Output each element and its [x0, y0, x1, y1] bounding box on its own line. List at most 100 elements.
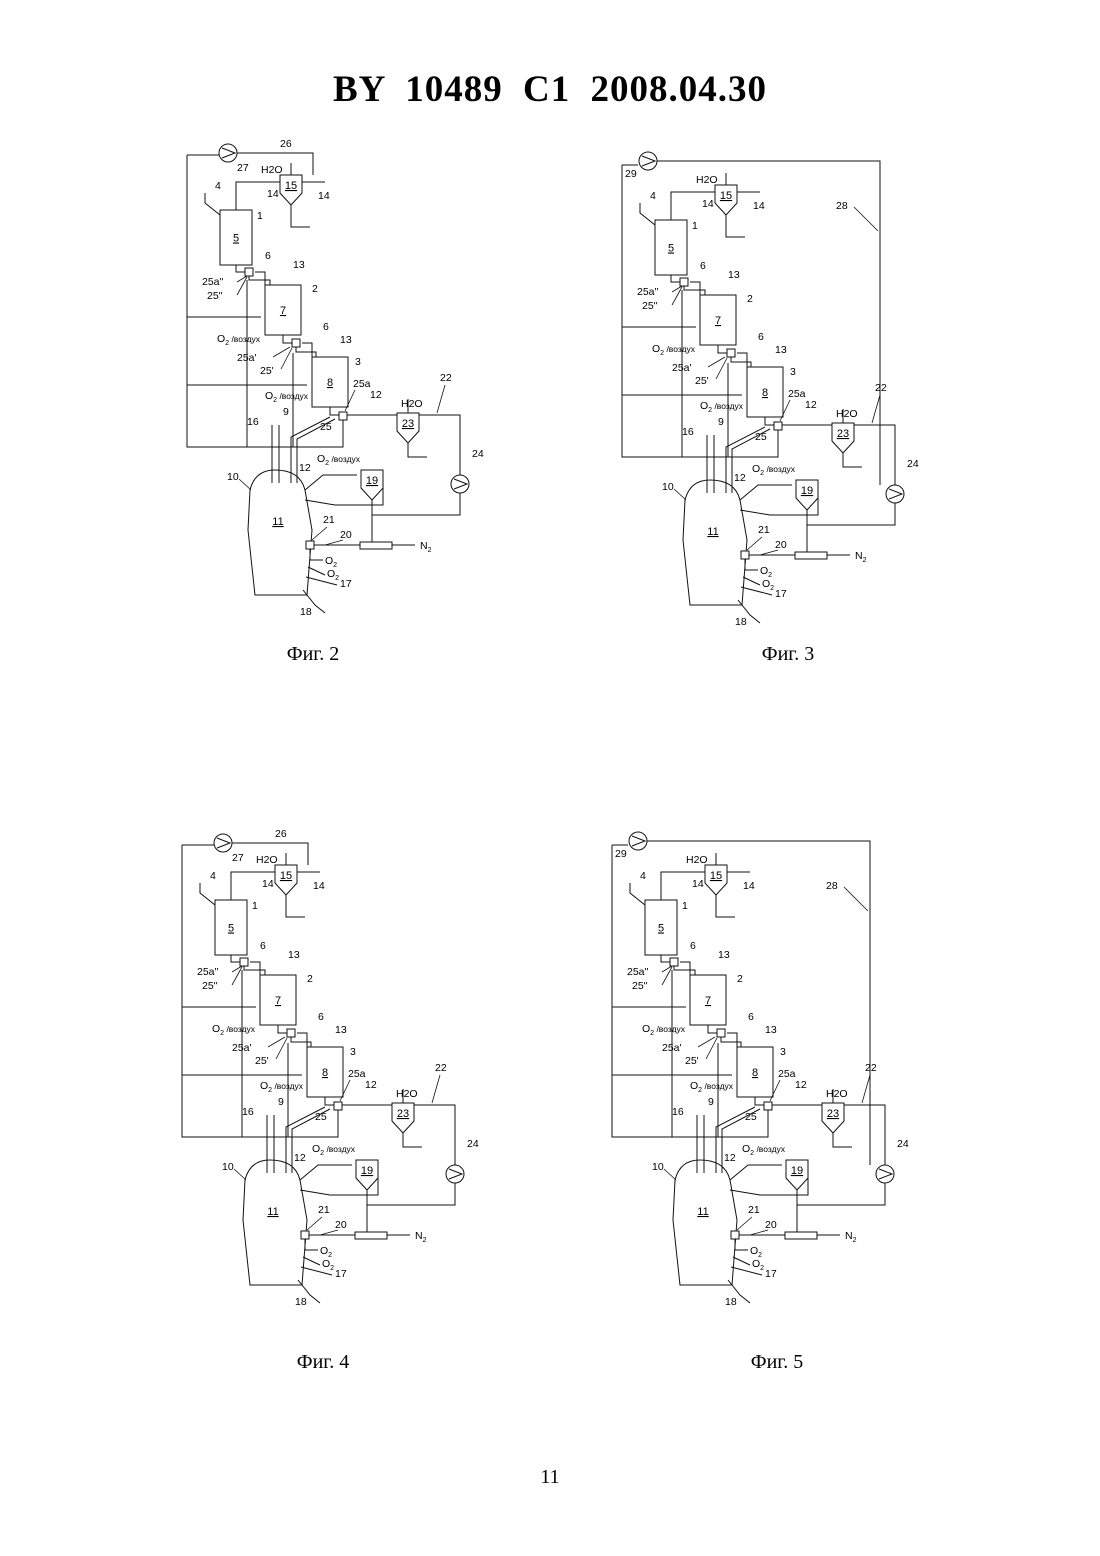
ref-9: 9: [718, 416, 724, 428]
cyclone-15-number: 15: [280, 870, 292, 882]
oxygen-air-label-2: O2 /воздух: [265, 390, 309, 404]
line-22: [844, 1105, 885, 1165]
injector-25p: [287, 1029, 295, 1037]
ref-21: 21: [323, 514, 335, 526]
ref-13b: 13: [765, 1024, 777, 1036]
reactor-8-number: 8: [752, 1067, 758, 1079]
cyclone-15-number: 15: [710, 870, 722, 882]
oxygen-line-b: [303, 1257, 320, 1265]
leader-line: [872, 395, 880, 423]
line-13b: [302, 343, 312, 357]
ref-13b: 13: [775, 344, 787, 356]
ref-14b: 14: [318, 190, 330, 202]
oxygen-line-b: [308, 567, 325, 575]
ref-6b: 6: [758, 331, 764, 343]
ref-26: 26: [275, 828, 287, 840]
reactor-7-number: 7: [715, 315, 721, 327]
oxygen-air-label-3: O2 /воздух: [752, 463, 796, 477]
process-schematic: 57815H2O14144161325a''25''2613O2 /воздух…: [610, 145, 930, 645]
ref-2: 2: [307, 973, 313, 985]
cyclone-23-discharge: [408, 443, 427, 457]
water-inlet-label-2: H2O: [826, 1088, 848, 1100]
ref-25: 25: [755, 431, 767, 443]
ref-25p: 25': [255, 1055, 269, 1067]
reactor-7-number: 7: [280, 305, 286, 317]
ref-2: 2: [312, 283, 318, 295]
ref-24: 24: [472, 448, 484, 460]
oxygen-label-b: O2: [322, 1258, 334, 1272]
reactor-5-number: 5: [658, 923, 664, 935]
ref-10: 10: [662, 481, 674, 493]
nitrogen-label: N2: [420, 540, 432, 554]
ref-4: 4: [640, 870, 646, 882]
oxygen-air-label-1: O2 /воздух: [212, 1023, 256, 1037]
ref-14b: 14: [313, 880, 325, 892]
leader-line: [268, 1037, 285, 1047]
ref-25a: 25a: [778, 1068, 796, 1080]
reactor-8-number: 8: [322, 1067, 328, 1079]
ref-10: 10: [222, 1161, 234, 1173]
process-schematic: 57815H2O14144161325a''25''2613O2 /воздух…: [170, 825, 490, 1325]
line-13: [255, 272, 265, 285]
injector-25: [334, 1102, 342, 1110]
ref-3: 3: [780, 1046, 786, 1058]
ref-12b: 12: [734, 472, 746, 484]
ref-13b: 13: [340, 334, 352, 346]
gas-line-12: [305, 475, 357, 490]
leader-line: [307, 1217, 322, 1230]
ref-25app: 25a'': [197, 966, 219, 978]
figure-2-caption: Фиг. 2: [233, 643, 393, 666]
recycle-line-24: [807, 503, 895, 525]
oxygen-air-label-1: O2 /воздух: [642, 1023, 686, 1037]
leader-line: [708, 357, 725, 367]
ref-20: 20: [335, 1219, 347, 1231]
document-header: BY 10489 C1 2008.04.30: [0, 68, 1100, 111]
ref-17: 17: [775, 588, 787, 600]
figure-4-caption: Фиг. 4: [243, 1351, 403, 1374]
leader-line: [760, 550, 778, 555]
recycle-line-24: [372, 493, 460, 515]
cyclone-15-number: 15: [720, 190, 732, 202]
ref-13: 13: [718, 949, 730, 961]
figure-5: 57815H2O14144161325a''25''2613O2 /воздух…: [600, 825, 920, 1325]
leader-line: [844, 887, 868, 911]
reactor-7-number: 7: [705, 995, 711, 1007]
process-schematic: 57815H2O14144161325a''25''2613O2 /воздух…: [175, 135, 495, 635]
ref-25p: 25': [695, 375, 709, 387]
ref-20: 20: [765, 1219, 777, 1231]
injector-25pp: [670, 958, 678, 966]
ref-25pp: 25'': [632, 980, 648, 992]
ref-21: 21: [748, 1204, 760, 1216]
ref-18: 18: [300, 606, 312, 618]
ref-24: 24: [467, 1138, 479, 1150]
line-22: [414, 1105, 455, 1165]
ref-13: 13: [288, 949, 300, 961]
injector-25p: [727, 349, 735, 357]
water-inlet-label-2: H2O: [401, 398, 423, 410]
ref-6: 6: [700, 260, 706, 272]
leader-line: [737, 1217, 752, 1230]
ref-11: 11: [697, 1206, 708, 1218]
figure-2: 57815H2O14144161325a''25''2613O2 /воздух…: [175, 135, 495, 635]
cyclone-23-number: 23: [397, 1108, 409, 1120]
ref-17: 17: [340, 578, 352, 590]
ref-17: 17: [765, 1268, 777, 1280]
cyclone-15-discharge: [726, 215, 745, 237]
ref-25: 25: [320, 421, 332, 433]
nitrogen-injector: [360, 542, 392, 549]
ref-4: 4: [210, 870, 216, 882]
oxygen-line-b: [743, 577, 760, 585]
ref-1: 1: [257, 210, 263, 222]
leader-line: [674, 489, 686, 500]
ref-16: 16: [672, 1106, 684, 1118]
ref-1: 1: [682, 900, 688, 912]
recycle-line-24: [797, 1183, 885, 1205]
leader-line: [862, 1075, 870, 1103]
figure-3: 57815H2O14144161325a''25''2613O2 /воздух…: [610, 145, 930, 645]
ref-22: 22: [440, 372, 452, 384]
reactor-7-number: 7: [275, 995, 281, 1007]
feed-4: [630, 883, 645, 905]
ref-27: 27: [232, 852, 244, 864]
nitrogen-label: N2: [855, 550, 867, 564]
oxygen-air-label-2: O2 /воздух: [690, 1080, 734, 1094]
